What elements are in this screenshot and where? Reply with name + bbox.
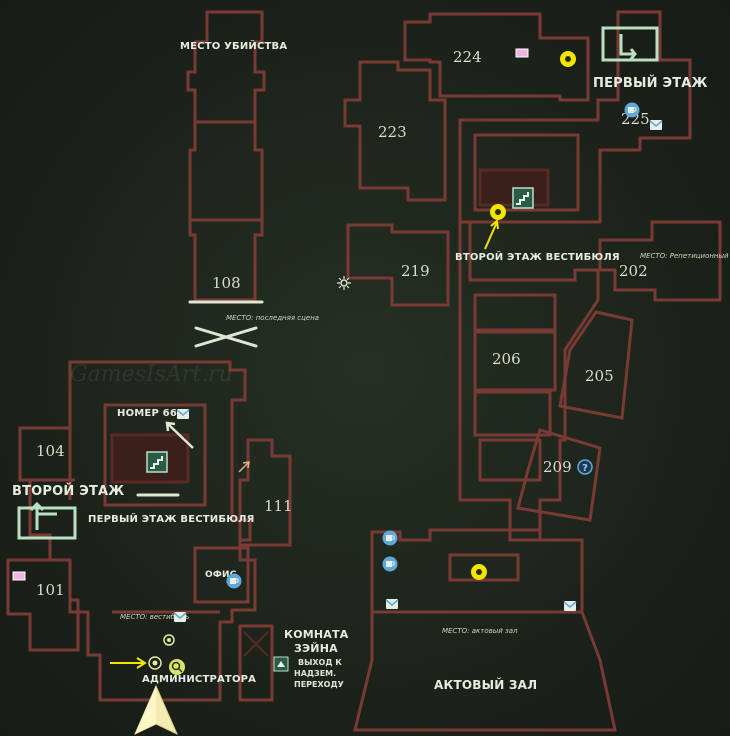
mail-icon[interactable] [649, 119, 663, 131]
place-rehearsal: МЕСТО: Репетиционный зал [640, 252, 730, 260]
svg-text:?: ? [582, 463, 588, 474]
stairs-icon[interactable] [146, 451, 168, 473]
gear-icon[interactable] [337, 276, 351, 290]
mail-icon[interactable] [176, 408, 190, 420]
save-point-icon[interactable] [624, 102, 640, 118]
admin-label: АДМИНИСТРАТОРА [142, 674, 257, 685]
direction-arrow [165, 421, 194, 449]
exit-label-3: ПЕРЕХОДУ [294, 680, 344, 689]
assembly-hall-label: АКТОВЫЙ ЗАЛ [434, 678, 538, 692]
mail-icon[interactable] [385, 598, 399, 610]
place-last-scene: МЕСТО: последняя сцена [226, 314, 320, 322]
place-lobby: МЕСТО: вестибюль [120, 613, 190, 621]
objective-marker-icon[interactable] [559, 50, 577, 68]
question-icon[interactable]: ? [577, 459, 593, 475]
place-assembly: МЕСТО: актовый зал [442, 627, 518, 635]
room-209[interactable]: 209 [543, 458, 572, 476]
floor-switch-second-icon[interactable] [17, 500, 77, 540]
floor-switch-first-icon[interactable] [601, 26, 659, 62]
murder-place-label: МЕСТО УБИЙСТВА [180, 41, 288, 52]
target-icon[interactable] [163, 634, 175, 646]
zane-room-label-1: КОМНАТА [284, 628, 349, 641]
watermark: GamesIsArt.ru [70, 362, 233, 387]
room-224[interactable]: 224 [453, 48, 482, 66]
office-label: ОФИС [205, 570, 237, 580]
zane-room-label-2: ЗЭЙНА [294, 642, 338, 655]
marker-pointer-arrow [484, 219, 499, 250]
room-219[interactable]: 219 [401, 262, 430, 280]
room-108[interactable]: 108 [212, 274, 241, 292]
pink-item-icon[interactable] [12, 571, 26, 581]
mail-icon[interactable] [173, 611, 187, 623]
mail-icon[interactable] [563, 600, 577, 612]
lobby-first-floor-label: ПЕРВЫЙ ЭТАЖ ВЕСТИБЮЛЯ [88, 514, 255, 525]
save-point-icon[interactable] [226, 573, 242, 589]
save-point-icon[interactable] [382, 556, 398, 572]
room-101[interactable]: 101 [36, 581, 65, 599]
room-111[interactable]: 111 [264, 497, 293, 515]
exit-stairs-icon[interactable] [273, 656, 289, 672]
exit-label-1: ВЫХОД К [298, 658, 342, 667]
room-206[interactable]: 206 [492, 350, 521, 368]
player-arrow-icon [134, 684, 178, 736]
player-pointer-arrow [110, 657, 147, 669]
target-icon[interactable] [148, 656, 162, 670]
room-104[interactable]: 104 [36, 442, 65, 460]
direction-arrow [238, 461, 250, 473]
second-floor-label: ВТОРОЙ ЭТАЖ [12, 484, 125, 499]
exit-label-2: НАДЗЕМ. [294, 669, 337, 678]
objective-marker-icon[interactable] [489, 203, 507, 221]
first-floor-label: ПЕРВЫЙ ЭТАЖ [593, 76, 708, 91]
room-666-label: НОМЕР 666 [117, 408, 185, 419]
save-point-icon[interactable] [382, 530, 398, 546]
room-202[interactable]: 202 [619, 262, 648, 280]
pink-item-icon[interactable] [515, 48, 529, 58]
objective-marker-icon[interactable] [470, 563, 488, 581]
search-icon[interactable] [168, 658, 186, 676]
stairs-icon[interactable] [512, 187, 534, 209]
room-223[interactable]: 223 [378, 123, 407, 141]
room-205[interactable]: 205 [585, 367, 614, 385]
lobby-second-floor-label: ВТОРОЙ ЭТАЖ ВЕСТИБЮЛЯ [455, 252, 620, 263]
